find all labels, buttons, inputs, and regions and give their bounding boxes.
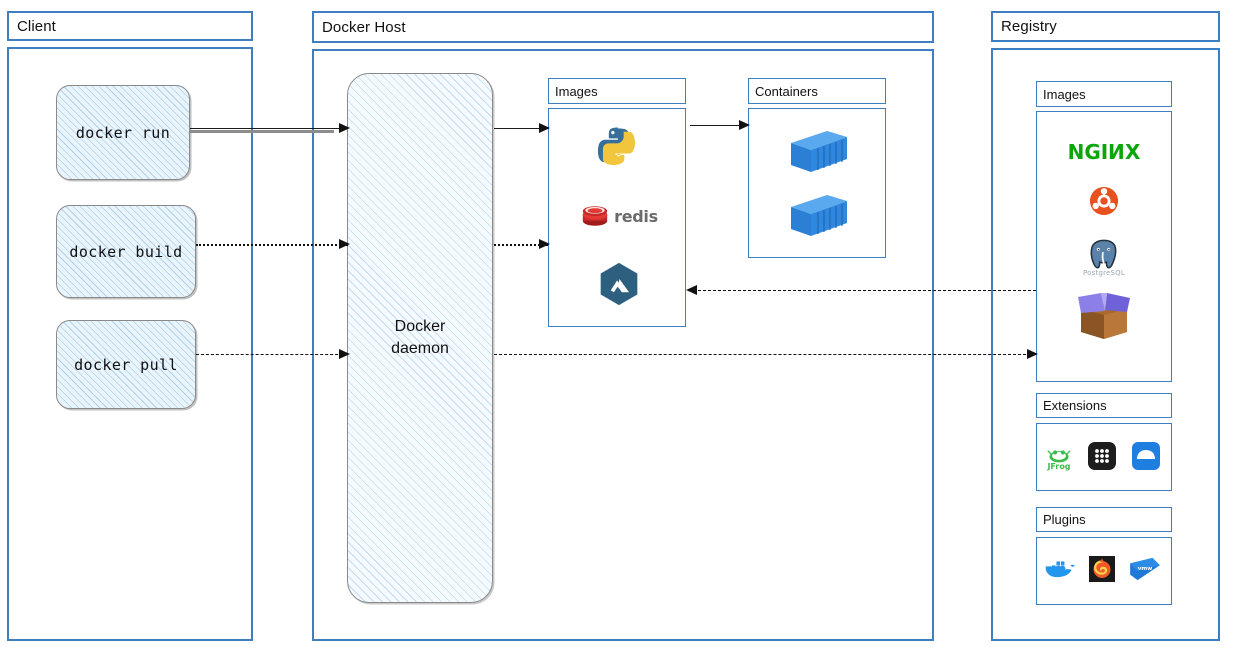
command-docker-pull[interactable]: docker pull <box>56 320 196 409</box>
command-docker-run-label: docker run <box>75 123 171 142</box>
docker-host-panel-header: Docker Host <box>312 11 934 43</box>
vmware-icon: vmw <box>1128 556 1162 587</box>
grid-dots-icon <box>1088 441 1116 475</box>
nginx-label: NGINX <box>1067 140 1141 164</box>
registry-plugins-icons: vmw <box>1044 553 1162 589</box>
registry-plugins-header: Plugins <box>1036 507 1172 532</box>
command-docker-pull-label: docker pull <box>74 355 178 374</box>
registry-extensions-icons: JFrog <box>1046 440 1160 476</box>
client-panel-header: Client <box>7 11 253 41</box>
client-panel-title: Client <box>17 17 56 35</box>
host-containers-header: Containers <box>748 78 886 104</box>
registry-extensions-title: Extensions <box>1043 398 1107 413</box>
alpine-hexagon-icon <box>598 262 640 306</box>
svg-text:vmw: vmw <box>1138 565 1153 571</box>
command-docker-build-label: docker build <box>69 242 183 261</box>
jfrog-icon: JFrog <box>1046 445 1072 471</box>
container-box-icon-2 <box>788 192 850 240</box>
registry-panel-header: Registry <box>991 11 1220 42</box>
host-images-header: Images <box>548 78 686 104</box>
registry-images-title: Images <box>1043 86 1086 102</box>
host-containers-title: Containers <box>755 83 818 99</box>
nginx-icon: NGINX <box>1056 138 1152 166</box>
redis-label: redis <box>614 206 658 226</box>
registry-plugins-title: Plugins <box>1043 512 1086 527</box>
container-box-icon-1 <box>788 128 850 176</box>
blue-app-icon <box>1132 441 1160 475</box>
redis-icon: redis <box>575 200 665 232</box>
host-images-title: Images <box>555 83 598 99</box>
grafana-icon <box>1089 555 1115 587</box>
python-icon <box>597 124 639 166</box>
open-box-icon <box>1074 290 1134 342</box>
command-docker-build[interactable]: docker build <box>56 205 196 298</box>
ubuntu-icon <box>1088 185 1120 217</box>
command-docker-run[interactable]: docker run <box>56 85 190 180</box>
postgres-label: PostgreSQL <box>1083 269 1125 277</box>
docker-whale-icon <box>1044 557 1076 586</box>
postgres-icon: PostgreSQL <box>1080 238 1128 278</box>
registry-extensions-header: Extensions <box>1036 393 1172 418</box>
jfrog-label: JFrog <box>1047 462 1071 471</box>
registry-images-header: Images <box>1036 81 1172 107</box>
registry-panel-title: Registry <box>1001 18 1057 35</box>
docker-host-panel-title: Docker Host <box>322 18 406 36</box>
